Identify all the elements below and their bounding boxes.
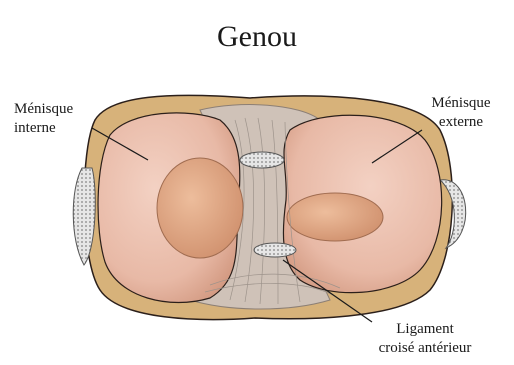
label-line: externe (416, 113, 506, 132)
label-line: Ménisque (416, 94, 506, 113)
label-line: Ménisque (14, 100, 73, 119)
label-menisque-externe: Ménisque externe (416, 94, 506, 132)
label-line: Ligament (340, 320, 510, 339)
label-line: croisé antérieur (340, 339, 510, 358)
label-line: interne (14, 119, 73, 138)
label-ligament: Ligament croisé antérieur (340, 320, 510, 358)
label-menisque-interne: Ménisque interne (14, 100, 73, 138)
medial-tibial-cartilage (157, 158, 243, 258)
posterior-ligament-end (240, 152, 284, 168)
anterior-ligament-end (254, 243, 296, 257)
lateral-tibial-cartilage (287, 193, 383, 241)
